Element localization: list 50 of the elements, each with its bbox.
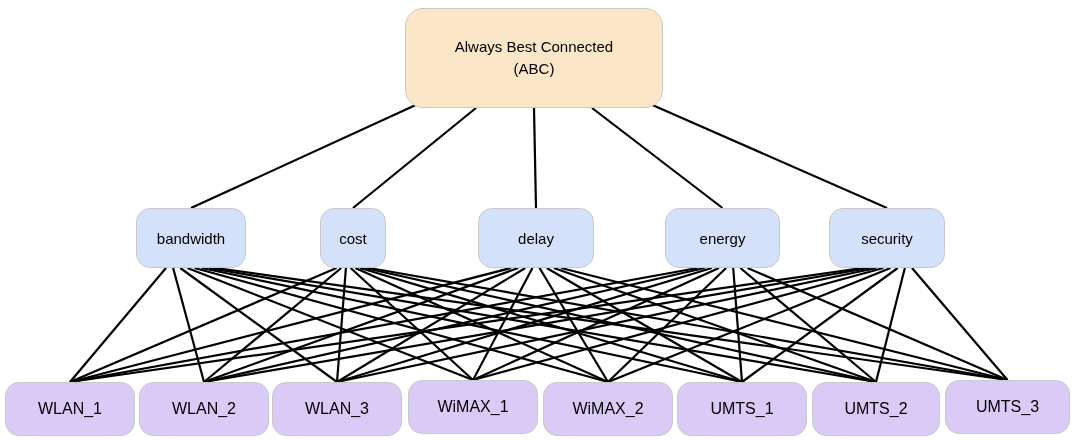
alternative-box	[139, 382, 269, 436]
alternative-box	[408, 380, 538, 434]
alternative-box	[945, 380, 1070, 434]
connector-line	[203, 267, 342, 383]
connector-line	[546, 267, 743, 383]
connector-line	[203, 266, 519, 384]
connector-line	[607, 267, 727, 383]
criterion-box	[829, 208, 945, 268]
criterion-box	[665, 208, 780, 268]
connector-line	[354, 267, 609, 383]
connector-line	[172, 267, 206, 383]
node-label: delay	[518, 229, 554, 247]
connector-line	[874, 267, 906, 383]
connector-line	[607, 267, 891, 383]
goal-box	[405, 8, 663, 108]
connector-line	[187, 266, 474, 382]
connector-line	[349, 267, 474, 381]
criterion-box	[320, 208, 386, 268]
criterion-box	[136, 208, 246, 268]
connector-line	[336, 267, 526, 383]
connector-line	[911, 267, 1009, 381]
connector-line	[532, 107, 538, 209]
connector-line	[335, 267, 348, 383]
node-label: UMTS_1	[710, 400, 774, 418]
node-label: energy	[699, 229, 746, 247]
connector-line	[179, 267, 338, 383]
connector-line	[591, 107, 724, 209]
alternative-box	[5, 382, 135, 436]
connector-line	[732, 267, 744, 383]
alternative-box	[543, 382, 673, 436]
node-label: WiMAX_2	[572, 400, 644, 418]
criterion-box	[478, 208, 594, 268]
node-label: UMTS_2	[844, 400, 908, 418]
node-label: WLAN_1	[38, 400, 102, 418]
node-label: security	[861, 229, 913, 247]
node-label: UMTS_3	[975, 398, 1040, 416]
connector-line	[538, 267, 609, 383]
connector-line	[747, 267, 1008, 381]
node-label: bandwidth	[156, 229, 226, 247]
node-label: Always Best Connected (ABC)	[453, 36, 615, 79]
node-label: WLAN_2	[172, 400, 236, 418]
alternative-box	[272, 382, 402, 436]
alternative-box	[677, 382, 807, 436]
node-label: WLAN_3	[305, 400, 369, 418]
alternative-box	[812, 382, 940, 436]
connector-line	[352, 107, 477, 209]
connector-line	[472, 267, 534, 381]
node-label: WiMAX_1	[437, 398, 509, 416]
node-label: cost	[339, 229, 367, 247]
connector-line	[69, 267, 167, 383]
